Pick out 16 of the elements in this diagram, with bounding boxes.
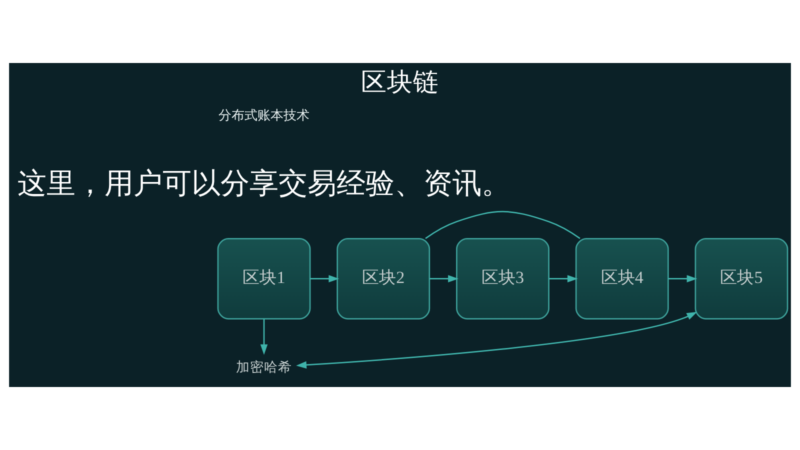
arrow <box>668 275 698 282</box>
node-box: 区块3 <box>456 238 550 320</box>
node-box: 区块4 <box>575 238 669 320</box>
node-box: 区块2 <box>336 238 430 320</box>
label: 这里，用户可以分享交易经验、资讯。 <box>18 166 511 200</box>
node-text: 加密哈希 <box>236 359 292 374</box>
arrow <box>296 312 698 369</box>
connector <box>425 210 580 240</box>
arrow <box>548 275 578 282</box>
arrow <box>260 318 268 355</box>
arrow <box>310 275 340 282</box>
node-box: 区块5 <box>694 238 788 320</box>
node-box: 区块1 <box>217 238 311 320</box>
label: 分布式账本技术 <box>218 108 310 124</box>
diagram-title: 区块链 <box>361 67 439 98</box>
arrow <box>430 275 458 282</box>
